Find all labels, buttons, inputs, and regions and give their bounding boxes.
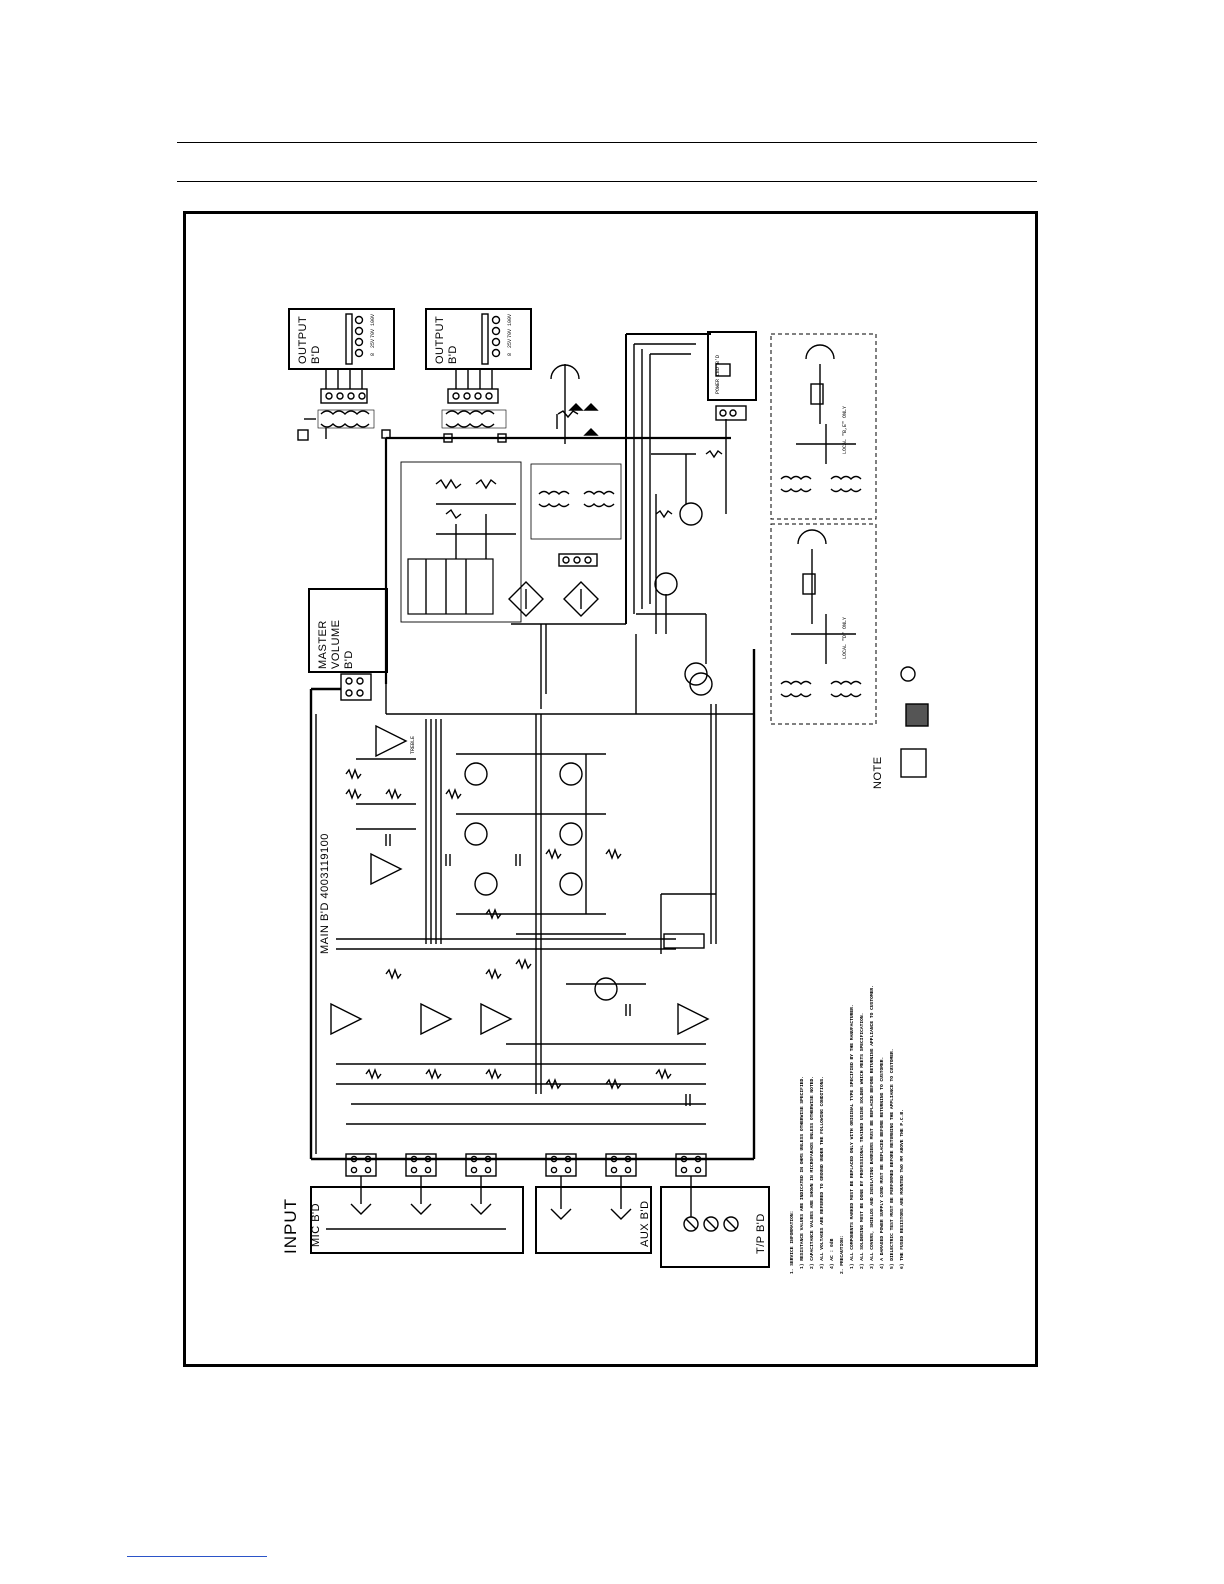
note-line-2: 1) RESISTANCE VALUES ARE INDICATED IN OH… (799, 1076, 805, 1269)
header-rule-bottom (177, 181, 1037, 182)
note-line-7: 1) ALL COMPONENTS MARKED MUST BE REPLACE… (849, 1004, 855, 1269)
output-bd-2-label-line2: B'D (447, 345, 459, 364)
input-label: INPUT (281, 1198, 300, 1254)
note-line-4: 3) ALL VOLTAGES ARE REFERRED TO GROUND U… (819, 1076, 825, 1269)
master-volume-label-line2: VOLUME (330, 620, 342, 669)
local-be-label: LOCAL "B,E" ONLY (842, 406, 848, 454)
power-supply-section (508, 333, 711, 625)
note-line-9: 3) ALL COVERS, SHIELDS AND INSULATING BA… (869, 985, 875, 1269)
ac-local-be-box (770, 333, 877, 520)
mic-bd (310, 1176, 524, 1254)
master-volume-bd (308, 588, 388, 701)
tp-bd-label: T/P B'D (755, 1213, 767, 1254)
header-rule-top (177, 142, 1037, 143)
master-volume-label-line3: B'D (343, 650, 355, 669)
local-d-label: LOCAL "D" ONLY (842, 617, 848, 659)
output-bd-1 (288, 308, 395, 441)
tap-label-1: 100V (370, 314, 376, 326)
treble-label: TREBLE (410, 736, 416, 754)
note-line-6: 2. PRECAUTION: (839, 1235, 845, 1274)
mic-bd-label: MIC B'D (310, 1203, 322, 1247)
schematic-diagram: INPUT MIC B'D AUX B'D T/P B'D MAIN B'D 4… (281, 308, 929, 1274)
tap-label-3: 25V (370, 339, 376, 348)
tap-label-7: 25V (507, 339, 513, 348)
tap-label-5: 100V (507, 314, 513, 326)
tap-label-2: 70V (370, 329, 376, 338)
tp-bd (660, 1176, 770, 1268)
note-label: NOTE (872, 756, 884, 789)
tap-label-4: 8 (370, 353, 376, 356)
note-line-10: 4) A DAMAGED POWER SUPPLY CORD MUST BE R… (879, 1057, 885, 1269)
main-bd-components (315, 672, 717, 1154)
output-bd-1-label-line2: B'D (310, 345, 322, 364)
master-volume-label-line1: MASTER (317, 620, 329, 669)
ac-local-d-box (770, 523, 877, 725)
note-line-11: 5) DIELECTRIC TEST MUST BE PERFORMED BEF… (889, 1048, 895, 1269)
input-connectors (345, 1153, 707, 1177)
note-symbols (900, 666, 929, 778)
main-bd-label: MAIN B'D 4003119100 (319, 833, 331, 954)
power-led-bd-label: POWER LED B'D (715, 355, 721, 394)
aux-bd-label: AUX B'D (639, 1200, 651, 1247)
note-line-1: 1. SERVICE INFORMATION: (789, 1211, 795, 1274)
note-line-3: 2) CAPACITANCE VALUES ARE SHOWN IN MICRO… (809, 1076, 815, 1269)
main-bd (309, 624, 756, 1161)
output-bd-1-label-line1: OUTPUT (297, 316, 309, 364)
note-line-12: 6) THE FUSED RESISTORS ARE MOUNTED TWO M… (899, 1109, 905, 1269)
footer-link-rule (127, 1556, 267, 1557)
aux-bd (535, 1176, 652, 1254)
schematic-frame: INPUT MIC B'D AUX B'D T/P B'D MAIN B'D 4… (183, 211, 1038, 1367)
tap-label-6: 70V (507, 329, 513, 338)
power-led-bd (707, 331, 757, 421)
output-bd-2-label-line1: OUTPUT (434, 316, 446, 364)
rotated-labels: INPUT MIC B'D AUX B'D T/P B'D MAIN B'D 4… (281, 314, 884, 1254)
tap-label-8: 8 (507, 353, 513, 356)
note-line-5: 4) AC : 0dB (829, 1238, 835, 1269)
power-amp-section (400, 461, 522, 623)
service-notes: 1. SERVICE INFORMATION: 1) RESISTANCE VA… (789, 985, 905, 1274)
note-line-8: 2) ALL SOLDERING MUST BE DONE BY PROFESS… (859, 1013, 865, 1269)
